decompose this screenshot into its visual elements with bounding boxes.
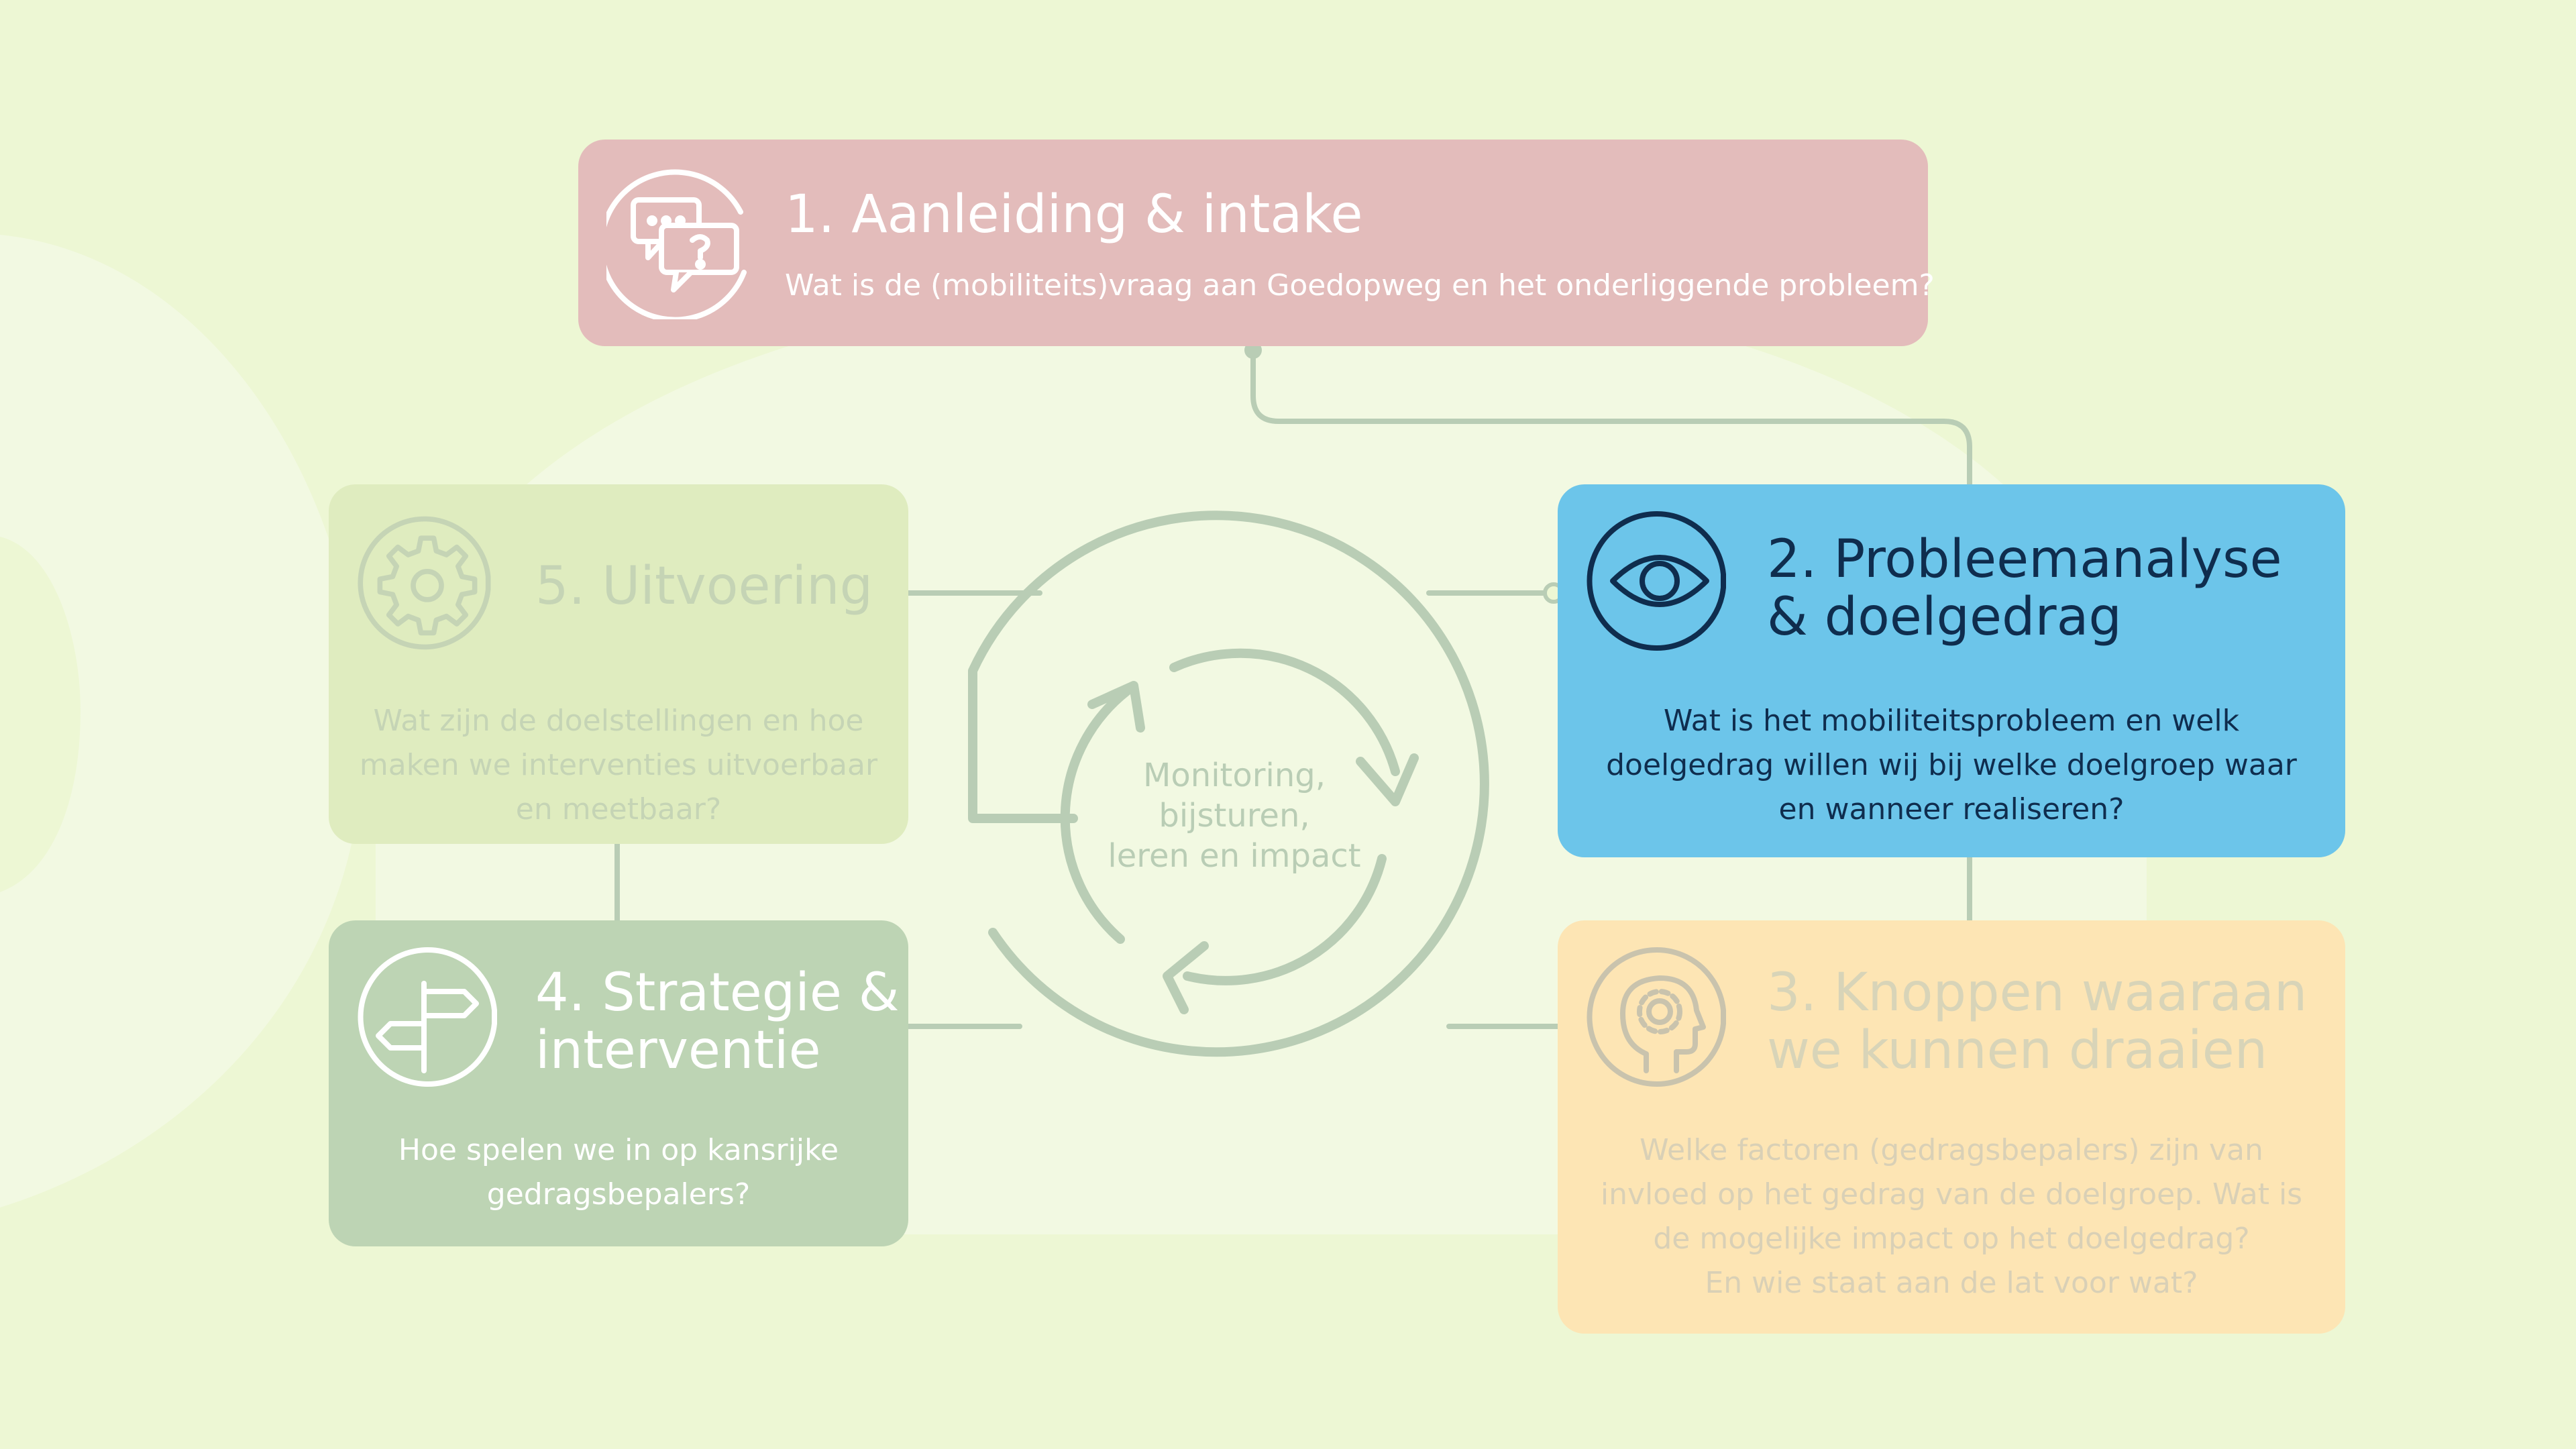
step-card-knoppen[interactable]: 3. Knoppen waaraan we kunnen draaien Wel…	[1558, 920, 2345, 1334]
step-title: 3. Knoppen waaraan we kunnen draaien	[1767, 963, 2308, 1081]
signpost-icon	[357, 943, 504, 1093]
background-left-inner	[0, 537, 80, 892]
step-title: 5. Uitvoering	[535, 556, 873, 616]
connector-lines	[614, 347, 1972, 1029]
step-description: Wat zijn de doelstellingen en hoe maken …	[359, 704, 878, 826]
cycle-inner-arc-left	[1060, 686, 1132, 944]
step-title: 4. Strategie & interventie	[535, 963, 900, 1081]
cycle-arrows-icon	[968, 511, 1489, 1057]
connector-intake-to-analyse	[1250, 347, 1972, 487]
head-gear-icon	[1586, 943, 1733, 1093]
background-left-blob	[0, 235, 364, 1208]
step-card-uitvoering[interactable]: 5. Uitvoering Wat zijn de doelstellingen…	[329, 484, 908, 844]
step-card-strategie[interactable]: 4. Strategie & interventie Hoe spelen we…	[329, 920, 908, 1246]
cycle-inner-arc-bottom	[1183, 854, 1387, 985]
chat-question-icon	[598, 165, 761, 323]
gear-icon	[357, 513, 498, 656]
cycle-arrowhead-right	[1356, 753, 1419, 806]
step-card-probleemanalyse[interactable]: 2. Probleemanalyse & doelgedrag Wat is h…	[1558, 484, 2345, 857]
step-title: 1. Aanleiding & intake	[785, 184, 1363, 245]
cycle-arrowhead-top	[1087, 681, 1145, 733]
cycle-inner-arc-top	[1169, 648, 1400, 776]
step-description: Hoe spelen we in op kansrijke gedragsbep…	[398, 1133, 839, 1212]
step-card-intake[interactable]: 1. Aanleiding & intake Wat is de (mobili…	[578, 140, 1935, 346]
step-description: Wat is de (mobiliteits)vraag aan Goedopw…	[785, 268, 1935, 303]
cycle-arrowhead-left	[1163, 941, 1209, 1014]
step-description: Welke factoren (gedragsbepalers) zijn va…	[1600, 1133, 2303, 1300]
step-title: 2. Probleemanalyse & doelgedrag	[1767, 529, 2282, 647]
cycle-label: Monitoring, bijsturen, leren en impact	[1108, 757, 1361, 875]
eye-icon	[1586, 507, 1733, 657]
step-description: Wat is het mobiliteitsprobleem en welk d…	[1606, 704, 2297, 826]
cycle-outer-ring	[968, 511, 1489, 1057]
